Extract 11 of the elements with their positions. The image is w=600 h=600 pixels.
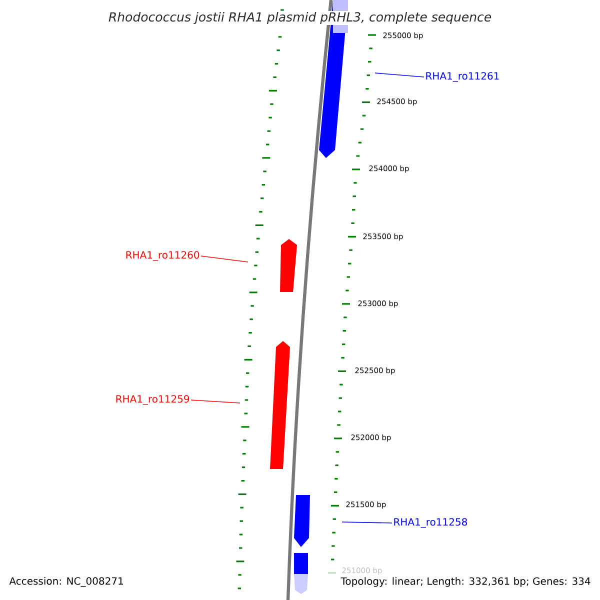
gene-label: RHA1_ro11258 (394, 518, 467, 528)
gene-label: RHA1_ro11259 (116, 395, 190, 405)
leader-line (190, 400, 240, 404)
leader-line (374, 72, 424, 78)
title: Rhodococcus jostii RHA1 plasmid pRHL3, complete sequence (107, 10, 493, 26)
leader-line (342, 522, 392, 524)
sequence-info: Topology: linear; Length: 332,361 bp; Genes: 334 (340, 577, 590, 587)
gene-label: RHA1_ro11260 (126, 251, 200, 261)
leader-line (200, 256, 248, 262)
accession-label: Accession: NC_008271 (9, 577, 123, 587)
gene-label: RHA1_ro11261 (426, 72, 499, 82)
